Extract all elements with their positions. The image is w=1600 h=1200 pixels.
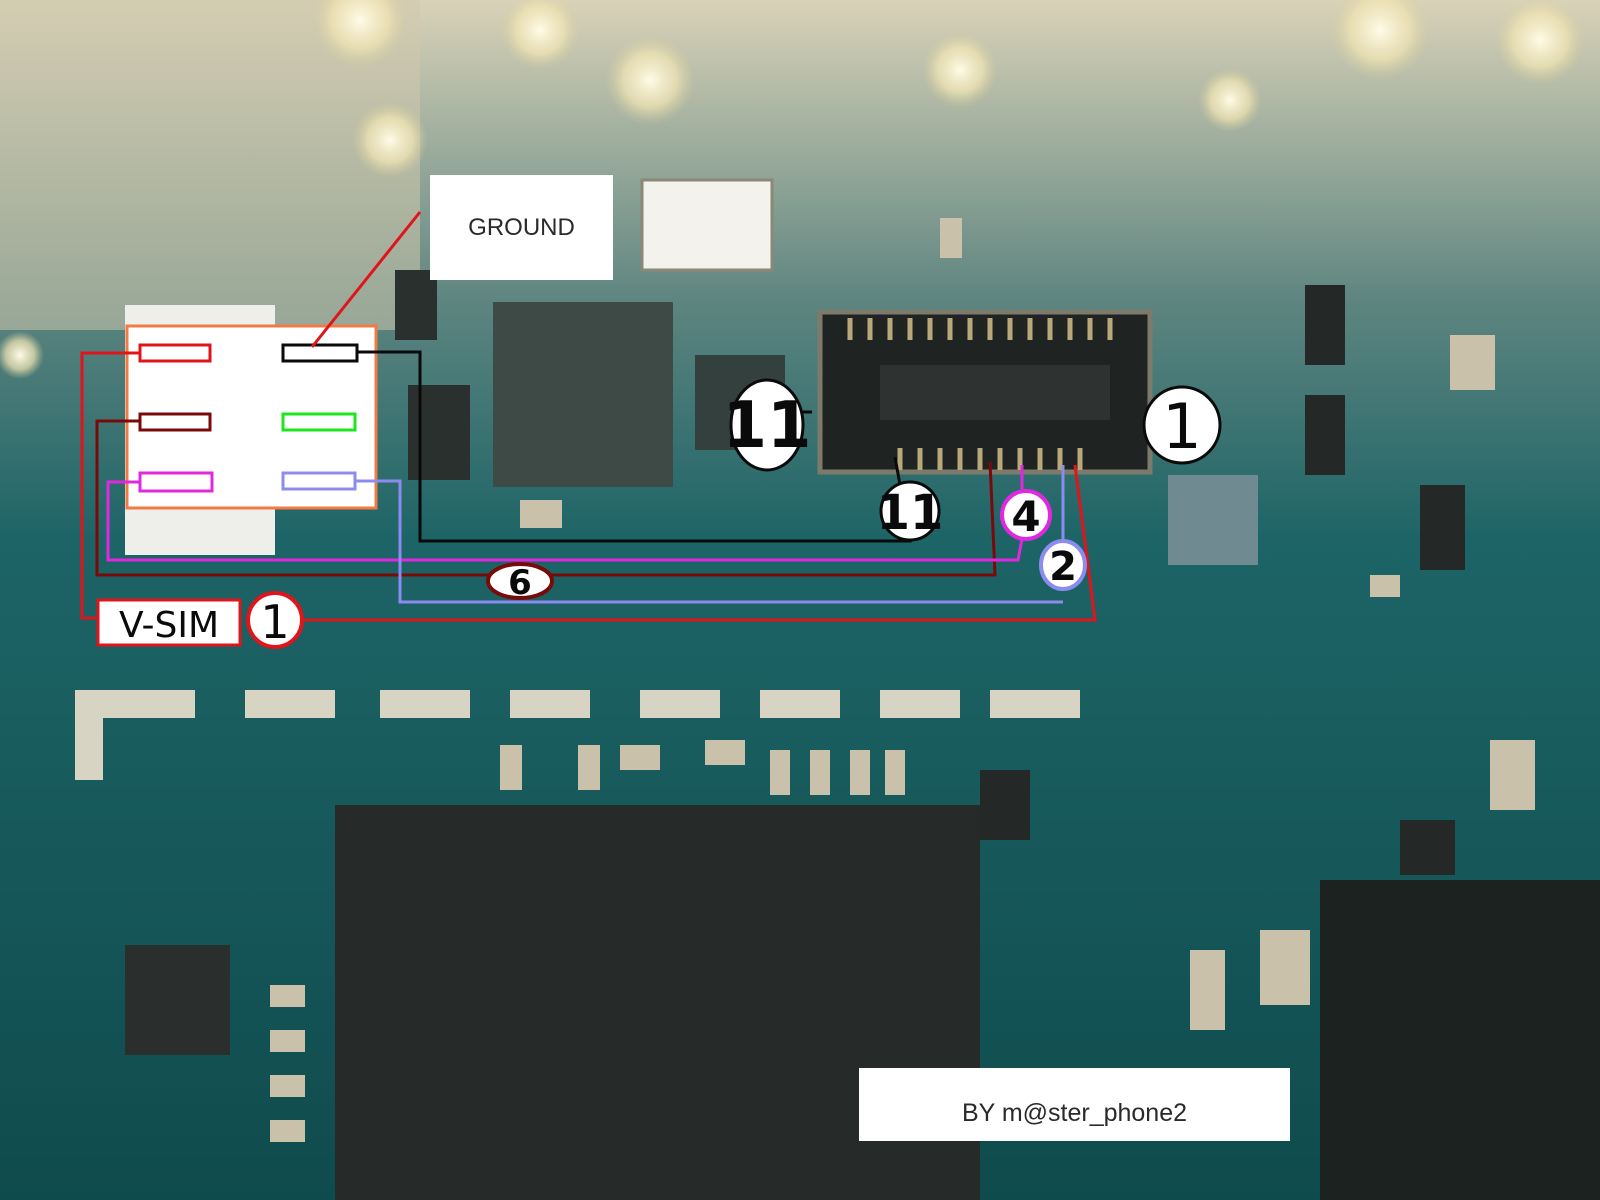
wire-magenta: [106, 480, 1024, 562]
marker-connector-bottom-text: 11: [877, 485, 944, 541]
wire-ground: [310, 211, 422, 348]
marker-pin-6: 6: [486, 562, 554, 603]
credit-label: BY m@ster_phone2: [961, 1099, 1188, 1127]
marker-connector-right: 1: [1142, 385, 1222, 465]
bokeh-lights: [0, 0, 1585, 379]
marker-connector-right-text: 1: [1162, 390, 1201, 463]
chip-dark-2: [395, 270, 437, 340]
marker-pin-4-text: 4: [1011, 492, 1040, 541]
chip-dark-3: [408, 385, 470, 480]
marker-vsim-pin: 1: [246, 591, 304, 649]
wire-black: [357, 350, 912, 543]
ic-right: [1320, 880, 1600, 1200]
marker-connector-left: 11: [722, 378, 812, 472]
chip-dark-1: [493, 302, 673, 487]
board-connector-core: [880, 365, 1110, 420]
sim-pin-data: [281, 471, 357, 491]
vsim-label: V-SIM: [119, 605, 219, 646]
sim-pin-unused: [281, 412, 357, 432]
sim-pin-vsim: [138, 343, 212, 363]
credit-label-box: BY m@ster_phone2: [859, 1068, 1290, 1141]
ground-label: GROUND: [468, 213, 575, 241]
ground-label-box: GROUND: [430, 175, 613, 280]
sim-pin-reset: [138, 412, 212, 432]
sim-pin-ground: [281, 343, 359, 363]
shield-pad: [640, 178, 774, 272]
connector-pins: [847, 318, 1113, 470]
wire-darkred-right: [550, 461, 997, 577]
ic-small-right: [1168, 475, 1258, 565]
marker-pin-2: 2: [1039, 539, 1087, 591]
vsim-label-box: [96, 598, 242, 647]
marker-connector-bottom: 11: [877, 480, 944, 542]
wire-lavender: [355, 479, 1063, 604]
silver-pads: [75, 690, 1080, 780]
smd-components: [270, 218, 1535, 1142]
marker-pin-4: 4: [1000, 489, 1052, 541]
wire-vsim-right: [299, 464, 1097, 622]
marker-vsim-pin-text: 1: [260, 595, 289, 649]
sim-pin-clock: [138, 471, 214, 493]
marker-connector-left-text: 11: [722, 389, 811, 463]
dark-components: [980, 285, 1465, 875]
marker-pin-2-text: 2: [1049, 544, 1077, 590]
wire-vsim: [80, 351, 140, 620]
ic-small-left: [125, 945, 230, 1055]
marker-pin-6-text: 6: [508, 563, 532, 603]
wire-darkred: [95, 419, 490, 577]
